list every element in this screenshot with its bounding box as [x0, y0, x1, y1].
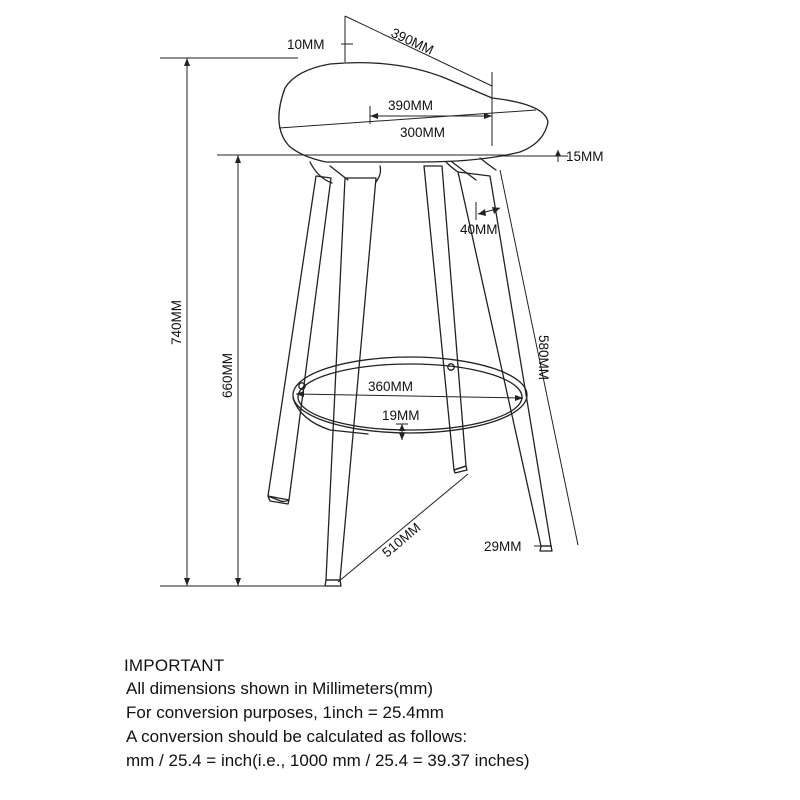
- notes-title: IMPORTANT: [124, 656, 225, 675]
- dim-seat-depth: 390MM: [389, 25, 436, 58]
- dim-footrest-diameter: 360MM: [368, 379, 413, 394]
- dim-seat-height: 660MM: [220, 353, 235, 398]
- dim-footrest-tube: 19MM: [382, 408, 420, 423]
- dim-seat-thickness: 15MM: [566, 149, 604, 164]
- stool-seat: [278, 62, 549, 184]
- notes-line-formula: mm / 25.4 = inch(i.e., 1000 mm / 25.4 = …: [126, 751, 530, 770]
- dim-seat-inner: 300MM: [400, 125, 445, 140]
- leg-back-right: [423, 165, 467, 471]
- stool-legs: [267, 161, 553, 587]
- dim-base-span: 510MM: [379, 520, 423, 560]
- important-notes: IMPORTANT All dimensions shown in Millim…: [124, 655, 784, 773]
- dim-seat-width: 390MM: [388, 98, 433, 113]
- notes-line-units: All dimensions shown in Millimeters(mm): [126, 679, 434, 698]
- dim-leg-top: 40MM: [460, 222, 498, 237]
- notes-line-method: A conversion should be calculated as fol…: [126, 727, 468, 746]
- footrest-ring: [292, 356, 528, 435]
- leg-back-left: [267, 175, 332, 503]
- dim-leg-length: 580MM: [536, 335, 551, 380]
- dim-foot-diameter: 29MM: [484, 539, 522, 554]
- bar-stool-diagram: 10MM 390MM 390MM 300MM 15MM 40MM 740MM 6…: [160, 15, 604, 587]
- dim-seat-offset: 10MM: [287, 37, 325, 52]
- dimension-arrows: [184, 58, 561, 586]
- notes-line-conversion-factor: For conversion purposes, 1inch = 25.4mm: [126, 703, 444, 722]
- dim-total-height: 740MM: [169, 300, 184, 345]
- dimension-lines: [160, 15, 579, 587]
